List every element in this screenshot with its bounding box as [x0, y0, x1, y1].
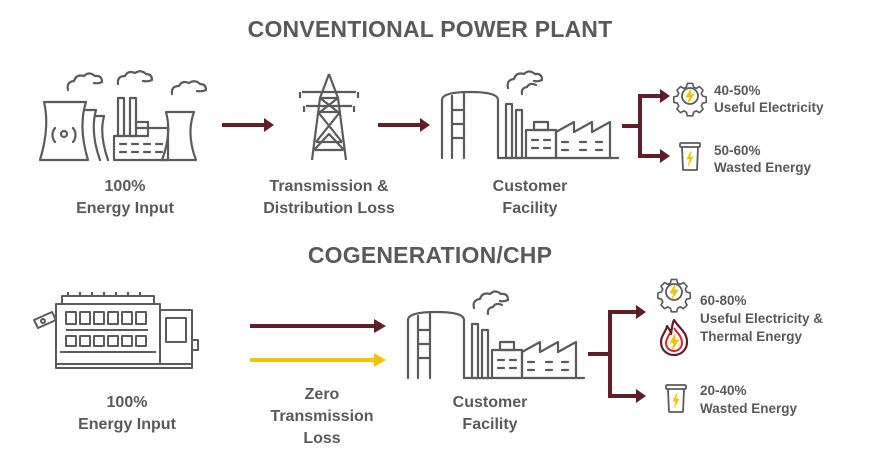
chp-title: COGENERATION/CHP — [307, 242, 553, 268]
chp-input-pct: 100% — [106, 394, 148, 411]
flow-arrow-dark — [250, 319, 386, 333]
chp-loss-1: Zero — [304, 386, 340, 403]
conventional-title: CONVENTIONAL POWER PLANT — [247, 16, 613, 42]
chp-facility-1: Customer — [452, 394, 528, 411]
chp-out2-pct: 20-40% — [700, 383, 747, 398]
conventional-facility-2: Facility — [502, 200, 558, 217]
gear-lightning-icon — [657, 278, 692, 313]
power-plant-icon — [38, 70, 208, 162]
chp-loss-3: Loss — [303, 430, 341, 447]
chp-out1-pct: 60-80% — [700, 293, 747, 308]
chp-out1-label-2: Thermal Energy — [700, 329, 803, 344]
conventional-input-pct: 100% — [104, 178, 146, 195]
transmission-tower-icon — [298, 73, 360, 161]
conventional-out2-pct: 50-60% — [714, 143, 761, 158]
conventional-out1-label: Useful Electricity — [714, 100, 824, 115]
chp-loss-2: Transmission — [270, 408, 374, 425]
flame-lightning-icon — [659, 318, 689, 357]
generator-engine-icon — [33, 292, 199, 369]
chp-facility-2: Facility — [462, 416, 518, 433]
chp-out2-label: Wasted Energy — [700, 401, 798, 416]
branch-arrow — [588, 305, 646, 403]
chp-input-label: Energy Input — [78, 416, 176, 433]
conventional-out1-pct: 40-50% — [714, 83, 761, 98]
flow-arrow — [222, 118, 274, 132]
conventional-loss-2: Distribution Loss — [263, 200, 395, 217]
conventional-out2-label: Wasted Energy — [714, 160, 812, 175]
branch-arrow — [622, 89, 670, 163]
factory-icon — [406, 290, 586, 380]
factory-icon — [440, 70, 620, 160]
conventional-facility-1: Customer — [492, 178, 568, 195]
chp-out1-label-1: Useful Electricity & — [700, 311, 824, 326]
gear-lightning-icon — [673, 82, 708, 117]
battery-icon — [679, 142, 701, 171]
flow-arrow-yellow — [250, 353, 386, 367]
flow-arrow — [378, 118, 430, 132]
conventional-loss-1: Transmission & — [269, 178, 389, 195]
conventional-input-label: Energy Input — [76, 200, 174, 217]
battery-icon — [665, 384, 687, 413]
